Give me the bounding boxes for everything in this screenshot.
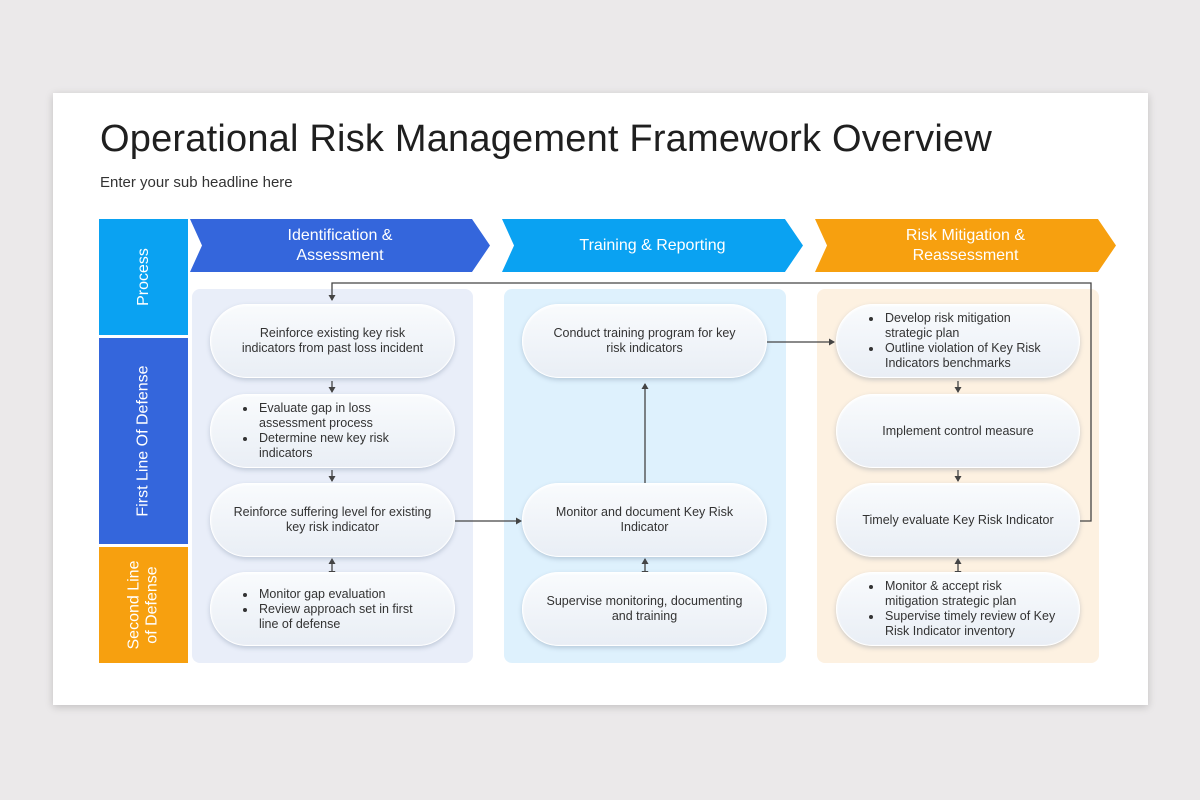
box-b1-text: Conduct training program for key risk in… [553,326,736,355]
box-c4-item-1: Monitor & accept risk mitigation strateg… [883,579,1057,609]
box-a4-item-2: Review approach set in first line of def… [257,602,432,632]
box-c4-item-2: Supervise timely review of Key Risk Indi… [883,609,1057,639]
stage-3-line-2: Reassessment [912,246,1019,264]
stage-training-reporting: Training & Reporting [502,219,803,272]
box-a4-item-1: Monitor gap evaluation [257,587,432,602]
stage-3-line-1: Risk Mitigation & [905,226,1026,244]
box-monitor-document-kri: Monitor and document Key Risk Indicator [522,483,767,557]
box-a3-text: Reinforce suffering level for existing k… [233,505,432,534]
box-c4-list: Monitor & accept risk mitigation strateg… [863,579,1057,639]
feedback-loop-arrow [328,282,1092,522]
page-subtitle: Enter your sub headline here [100,174,293,191]
box-monitor-accept-plan: Monitor & accept risk mitigation strateg… [836,572,1080,646]
box-reinforce-suffering-level: Reinforce suffering level for existing k… [210,483,455,557]
box-a2-list: Evaluate gap in loss assessment process … [237,401,432,461]
box-timely-evaluate-kri: Timely evaluate Key Risk Indicator [836,483,1080,557]
box-a2-item-2: Determine new key risk indicators [257,431,432,461]
box-a2-item-1: Evaluate gap in loss assessment process [257,401,432,431]
box-c2-text: Implement control measure [882,423,1034,438]
box-b4-text: Supervise monitoring, documenting and tr… [546,594,743,623]
stage-2-line-1: Training & Reporting [579,236,726,254]
row-label-first-line: First Line Of Defense [99,338,188,544]
box-monitor-gap-evaluation: Monitor gap evaluation Review approach s… [210,572,455,646]
box-a1-text: Reinforce existing key risk indicators f… [241,326,424,355]
box-develop-mitigation-plan: Develop risk mitigation strategic plan O… [836,304,1080,378]
row-label-second-line: Second Line of Defense [99,547,188,663]
box-c1-item-1: Develop risk mitigation strategic plan [883,311,1057,341]
stage-1-line-2: Assessment [296,246,384,264]
page-title: Operational Risk Management Framework Ov… [100,118,992,160]
stage-1-line-1: Identification & [287,226,393,244]
box-a4-list: Monitor gap evaluation Review approach s… [237,587,432,632]
box-supervise-monitoring: Supervise monitoring, documenting and tr… [522,572,767,646]
stage-identification-assessment: Identification & Assessment [190,219,490,272]
box-c3-text: Timely evaluate Key Risk Indicator [862,512,1054,527]
row-label-process: Process [99,219,188,335]
stage-risk-mitigation: Risk Mitigation & Reassessment [815,219,1116,272]
box-evaluate-gap: Evaluate gap in loss assessment process … [210,394,455,468]
box-c1-item-2: Outline violation of Key Risk Indicators… [883,341,1057,371]
box-conduct-training: Conduct training program for key risk in… [522,304,767,378]
box-b3-text: Monitor and document Key Risk Indicator [555,505,734,534]
box-implement-control: Implement control measure [836,394,1080,468]
box-c1-list: Develop risk mitigation strategic plan O… [863,311,1057,371]
box-reinforce-existing-kri: Reinforce existing key risk indicators f… [210,304,455,378]
